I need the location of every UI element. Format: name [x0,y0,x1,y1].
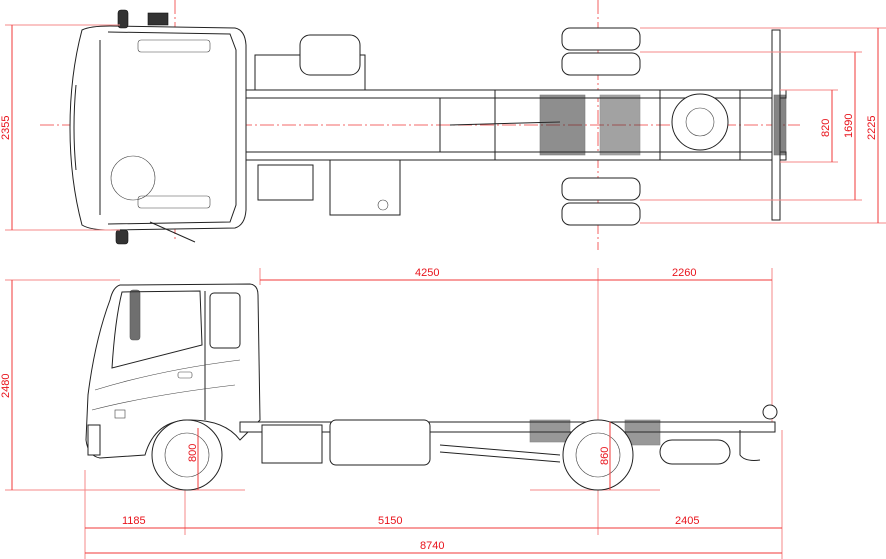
rear-wheels-top [561,27,641,226]
dim-wheelbase: 5150 [378,515,402,527]
frame-side [239,404,778,466]
rear-wheel [562,419,634,491]
side-view: 2480 4250 2260 800 860 1185 5150 2405 87… [0,267,783,559]
dim-frame-width: 820 [820,119,832,137]
dim-rear-tread: 1690 [843,114,855,138]
top-view: 2355 2225 1690 820 [0,0,886,250]
dim-rear-deck: 2260 [672,267,696,279]
dim-overall-width: 2355 [0,116,12,140]
dim-cab-to-rear-axle: 4250 [415,267,439,279]
dim-front-overhang: 1185 [122,515,146,527]
front-wheel [151,419,223,491]
cab-side [85,283,261,459]
dim-rear-width: 2225 [866,116,878,140]
side-dimensions: 2480 4250 2260 800 860 1185 5150 2405 87… [0,267,782,554]
dim-rear-frame-height: 860 [599,447,611,465]
cab-top [69,9,247,245]
dim-front-frame-height: 800 [187,444,199,462]
dim-overall-length: 8740 [420,540,444,552]
top-dimensions: 2355 2225 1690 820 [0,24,886,231]
dim-rear-overhang: 2405 [675,515,699,527]
dim-overall-height: 2480 [0,374,12,398]
frame-top [245,29,787,221]
